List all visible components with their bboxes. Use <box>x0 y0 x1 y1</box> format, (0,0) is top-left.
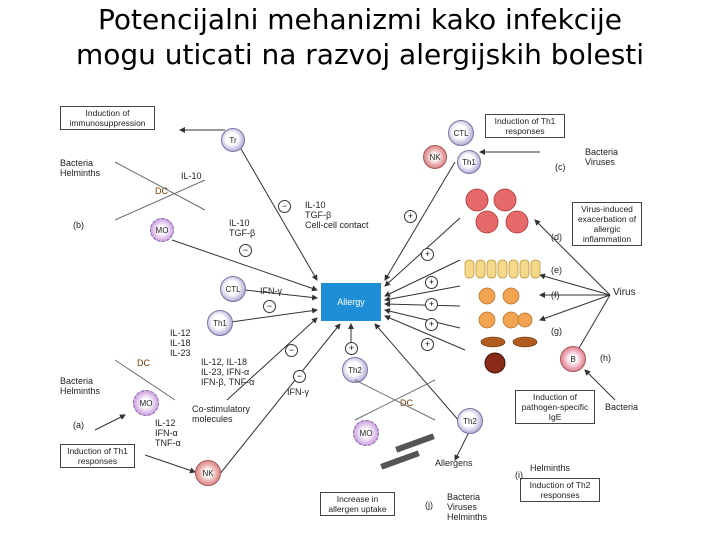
label-e: (e) <box>551 265 562 275</box>
mo-cell-bottom: MO <box>353 420 379 446</box>
title-line-2: mogu uticati na razvoj alergijskih boles… <box>75 38 645 71</box>
box-th1-top: Induction of Th1 responses <box>485 114 565 138</box>
il10-tgf-contact-label: IL-10 TGF-β Cell-cell contact <box>305 200 369 230</box>
minus-sign: − <box>293 370 306 383</box>
b-cell: B <box>560 346 586 372</box>
minus-sign: − <box>239 244 252 257</box>
label-b: (b) <box>73 220 84 230</box>
dc-label-top: DC <box>155 186 168 196</box>
il12-ifn-tnf-label: IL-12 IFN-α TNF-α <box>155 418 181 448</box>
minus-sign: − <box>285 344 298 357</box>
box-immunosuppression: Induction of immunosuppression <box>60 106 155 130</box>
helminths-label: Helminths <box>530 463 571 473</box>
label-g: (g) <box>551 326 562 336</box>
mo-cell-top: MO <box>150 218 174 242</box>
ifn-gamma-label-a: IFN-γ <box>260 286 282 296</box>
il10-label: IL-10 <box>181 171 202 181</box>
bacteria-right-label: Bacteria <box>605 402 639 412</box>
cytokine-cluster-label: IL-12, IL-18 IL-23, IFN-α IFN-β, TNF-α <box>201 357 255 387</box>
th1-cell-mid: Th1 <box>207 310 233 336</box>
tr-cell: Tr <box>221 128 245 152</box>
allergens-label: Allergens <box>435 458 473 468</box>
virus-label: Virus <box>613 287 636 298</box>
label-i: (i) <box>515 470 523 480</box>
costimulatory-label: Co-stimulatory molecules <box>192 404 251 424</box>
bacteria-helminths-low: Bacteria Helminths <box>60 376 101 396</box>
label-h: (h) <box>600 353 611 363</box>
interleukins-label: IL-12 IL-18 IL-23 <box>170 328 191 358</box>
allergy-mechanism-diagram: − − − − − + + + + + + + Allergy Inductio… <box>55 100 665 530</box>
box-th2: Induction of Th2 responses <box>520 478 600 502</box>
box-th1-bottom: Induction of Th1 responses <box>60 444 135 468</box>
il10-tgf-label: IL-10 TGF-β <box>229 218 256 238</box>
nk-cell-bottom: NK <box>195 460 221 486</box>
dc-label-low: DC <box>400 398 413 408</box>
th2-cell-mid: Th2 <box>342 357 368 383</box>
bacteria-viruses-top: Bacteria Viruses <box>585 147 619 167</box>
label-a: (a) <box>73 420 84 430</box>
bacteria-viruses-helminths-bottom: Bacteria Viruses Helminths <box>447 492 488 522</box>
decorative-cells <box>114 161 541 470</box>
title-line-1: Potencijalni mehanizmi kako infekcije <box>97 3 622 36</box>
ifn-gamma-label-b: IFN-γ <box>287 387 309 397</box>
minus-sign: − <box>278 200 291 213</box>
plus-sign: + <box>425 276 438 289</box>
plus-sign: + <box>404 210 417 223</box>
slide-title: Potencijalni mehanizmi kako infekcije mo… <box>0 2 720 72</box>
minus-sign: − <box>263 300 276 313</box>
label-j: (j) <box>425 500 433 510</box>
th1-cell-top: Th1 <box>457 150 481 174</box>
plus-sign: + <box>421 338 434 351</box>
mo-cell-low: MO <box>133 390 159 416</box>
th2-cell-low: Th2 <box>457 408 483 434</box>
label-f: (f) <box>551 290 560 300</box>
ctl-cell-mid: CTL <box>220 276 246 302</box>
nk-cell-top: NK <box>423 145 447 169</box>
plus-sign: + <box>425 298 438 311</box>
plus-sign: + <box>425 318 438 331</box>
bacteria-helminths-top: Bacteria Helminths <box>60 158 101 178</box>
box-allergen-uptake: Increase in allergen uptake <box>320 492 395 516</box>
box-virus-exacerbation: Virus-induced exacerbation of allergic i… <box>572 202 642 246</box>
ctl-cell-top: CTL <box>448 120 474 146</box>
label-d: (d) <box>551 232 562 242</box>
plus-sign: + <box>421 248 434 261</box>
label-c: (c) <box>555 162 566 172</box>
dc-label-mid: DC <box>137 358 150 368</box>
arrow-layer <box>94 127 616 481</box>
plus-sign: + <box>345 342 358 355</box>
box-ige: Induction of pathogen-specific IgE <box>515 390 595 424</box>
allergy-box: Allergy <box>321 283 381 321</box>
